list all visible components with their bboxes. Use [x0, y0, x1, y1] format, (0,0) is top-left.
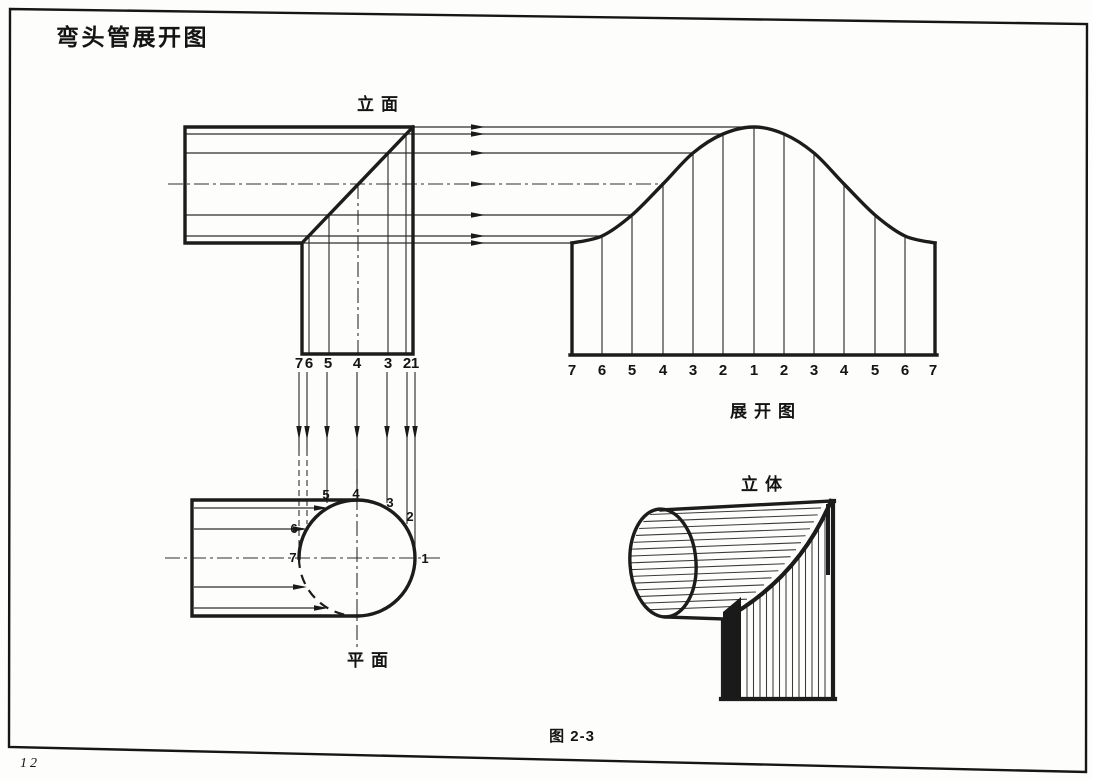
- development-curve: [569, 125, 938, 246]
- point-label: 5: [322, 487, 329, 502]
- plan-circle-hidden-arc: [297, 557, 358, 618]
- point-label: 3: [384, 355, 392, 372]
- development-view-label: 展开图: [730, 402, 802, 421]
- hatch-line: [633, 577, 772, 584]
- arrowhead-down: [354, 426, 360, 440]
- development-point-numbers: 7 6 5 4 3 2 1 2 3 4 5 6 7: [568, 362, 937, 379]
- point-label: 4: [840, 362, 849, 379]
- point-label: 2: [780, 362, 788, 379]
- point-label: 7: [929, 362, 937, 379]
- point-label: 3: [810, 362, 818, 379]
- point-label: 7: [295, 355, 303, 372]
- hatch-line: [646, 605, 738, 611]
- point-label: 1: [411, 355, 419, 372]
- hatch-line: [631, 549, 796, 557]
- plan-view-label: 平面: [347, 651, 395, 670]
- arrowhead-right: [314, 505, 328, 511]
- hatch-line: [641, 598, 747, 604]
- arrowhead-down: [324, 426, 330, 440]
- arrowhead-right: [471, 124, 485, 130]
- arrowhead-down: [412, 426, 418, 440]
- arrowhead-down: [404, 426, 410, 440]
- point-label: 7: [289, 550, 296, 565]
- point-label: 6: [901, 362, 909, 379]
- page-border: [7, 7, 1089, 774]
- point-label: 2: [403, 355, 411, 372]
- elevation-view-label: 立面: [357, 94, 405, 114]
- plan-view: [165, 469, 443, 649]
- hatch-line: [631, 556, 791, 564]
- arrowhead-right: [471, 150, 485, 156]
- hatch-line: [643, 514, 818, 523]
- point-label: 5: [324, 355, 332, 372]
- point-label: 5: [871, 362, 879, 379]
- arrowhead-right: [471, 181, 485, 187]
- hatch-line: [650, 507, 822, 516]
- solid-view: [631, 507, 826, 697]
- point-label: 3: [386, 495, 393, 510]
- point-label: 7: [568, 362, 576, 379]
- point-label: 1: [421, 551, 428, 566]
- hatch-line: [635, 584, 765, 591]
- solid-bottom-edge: [663, 615, 727, 621]
- projection-lines: [168, 124, 754, 552]
- arrowhead-right: [471, 131, 485, 137]
- arrowhead-down: [304, 426, 310, 440]
- point-label: 3: [689, 362, 697, 379]
- arrowhead-down: [296, 426, 302, 440]
- hatch-line: [631, 570, 779, 577]
- point-label: 4: [659, 362, 668, 379]
- hatch-line: [633, 535, 806, 543]
- solid-shading-wedge: [723, 597, 741, 699]
- hatch-line: [631, 563, 785, 571]
- point-label: 5: [628, 362, 636, 379]
- solid-view-label: 立体: [741, 474, 789, 494]
- hatch-line: [637, 591, 756, 598]
- arrowhead-right: [471, 240, 485, 246]
- arrowhead-right: [471, 233, 485, 239]
- hatch-line: [636, 528, 810, 536]
- page-number: 12: [20, 756, 40, 771]
- elevation-miter-line: [299, 124, 416, 246]
- point-label: 2: [719, 362, 727, 379]
- point-label: 4: [352, 486, 360, 501]
- elevation-point-numbers: 7 6 5 4 3 2 1: [295, 355, 419, 372]
- arrowhead-down: [384, 426, 390, 440]
- plan-point-numbers: 5 4 3 2 1 6 7: [289, 486, 428, 566]
- development-outline: [568, 241, 939, 357]
- point-label: 6: [305, 355, 313, 372]
- point-label: 2: [406, 509, 413, 524]
- hatch-line: [632, 542, 801, 550]
- point-label: 4: [353, 355, 362, 372]
- figure-caption: 图 2-3: [549, 728, 595, 745]
- page-title: 弯头管展开图: [56, 24, 209, 50]
- plan-pipe-outline: [190, 498, 359, 618]
- point-label: 6: [598, 362, 606, 379]
- solid-horizontal-hatching: [631, 507, 822, 611]
- arrowhead-right: [293, 584, 307, 590]
- arrowhead-right: [314, 605, 328, 611]
- point-label: 6: [290, 521, 297, 536]
- solid-top-edge: [659, 499, 833, 512]
- point-label: 1: [750, 362, 758, 379]
- elevation-view: [308, 134, 407, 354]
- plan-circle-visible-arc: [297, 498, 417, 618]
- arrowhead-right: [471, 212, 485, 218]
- hatch-line: [639, 521, 814, 530]
- development-view: [601, 127, 906, 355]
- arrowhead-right: [293, 526, 307, 532]
